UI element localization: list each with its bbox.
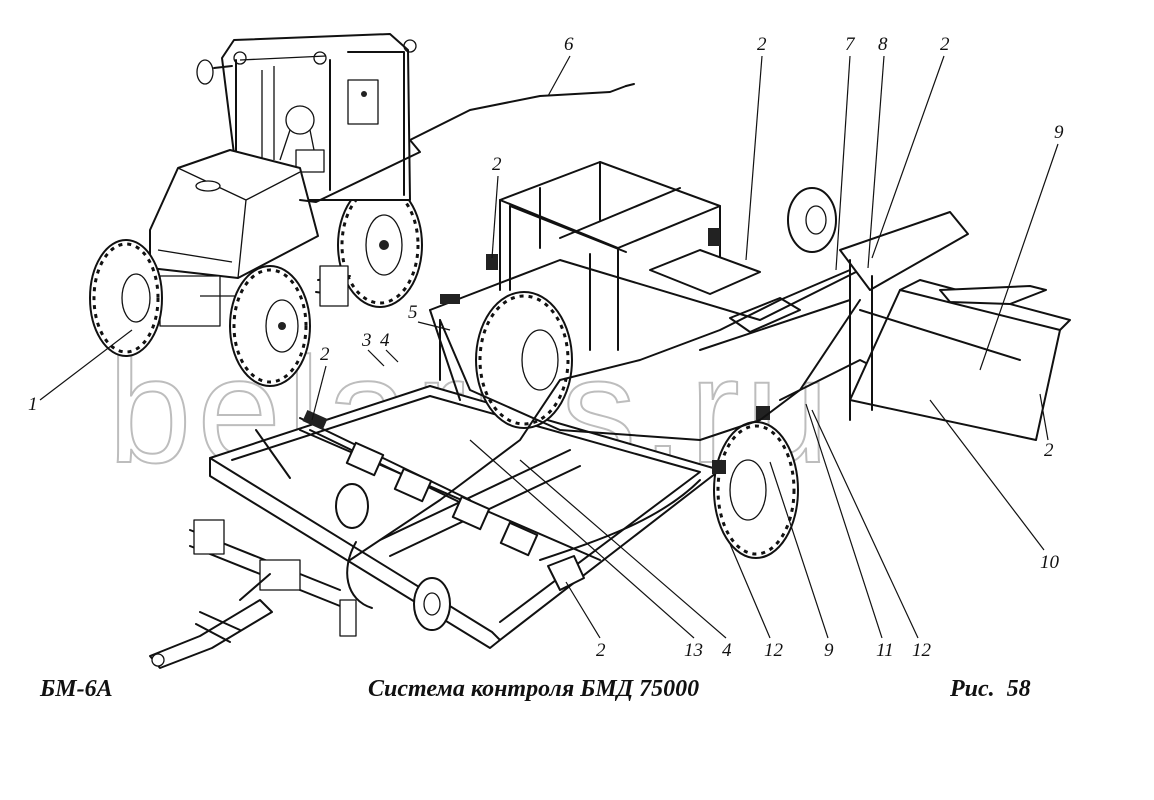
sensors [299,228,1046,591]
callout-9-bottom: 9 [824,640,834,661]
conveyor [839,211,1071,441]
figure-number: Рис. 58 [950,676,1031,703]
harvester-right-wheel [713,421,799,559]
callout-2-bottom: 2 [596,640,606,661]
harvester-center-wheel [475,291,573,429]
tractor [89,33,423,387]
harvester-front-small-wheel [335,483,451,631]
callout-7: 7 [845,34,856,55]
tractor-rear-wheel [337,182,423,308]
callout-9-right: 9 [1054,122,1064,143]
figure-title: Система контроля БМД 75000 [368,676,700,702]
callout-5: 5 [408,302,418,323]
cable-harness [346,269,861,609]
callout-labels: 6 2 7 8 2 9 2 5 3 4 2 1 2 [28,34,1064,661]
callout-2-top: 2 [757,34,767,55]
callout-4-upper: 4 [380,330,390,351]
callout-10: 10 [1040,552,1060,573]
callout-1: 1 [28,394,38,415]
tractor-front-left-wheel [89,239,163,357]
callout-4-bottom: 4 [722,640,732,661]
callout-12-bottom: 12 [764,640,784,661]
callout-11: 11 [876,640,894,661]
tractor-cab [196,33,417,201]
callout-2-far-right: 2 [1044,440,1054,461]
callout-2-top-right: 2 [940,34,950,55]
callout-8: 8 [878,34,888,55]
callout-3: 3 [361,330,372,351]
callout-6: 6 [564,34,574,55]
callout-2-left: 2 [320,344,330,365]
callout-13: 13 [684,640,703,661]
callout-2-left-upper: 2 [492,154,502,175]
model-caption: БМ-6А [40,676,113,702]
figure-number-value: 58 [1006,676,1031,702]
tractor-front-right-wheel [229,265,311,387]
callout-12-bottom-right: 12 [912,640,932,661]
figure-prefix: Рис. [950,676,995,702]
tractor-hood [149,149,319,327]
cable-to-tractor [299,83,635,203]
harvester-rear-wheel [787,187,837,253]
